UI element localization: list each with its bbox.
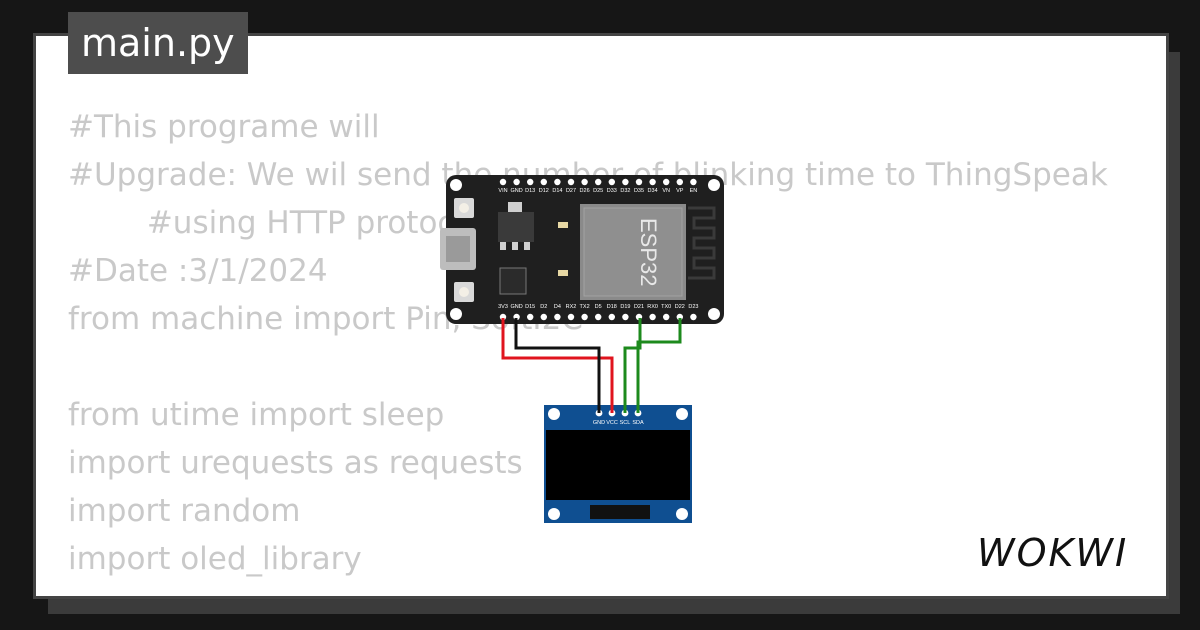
top-header-pin-label: D25 — [593, 188, 603, 194]
bottom-header-pin-label: RX2 — [566, 304, 577, 310]
oled-pin-label: SDA — [632, 420, 644, 426]
bottom-header-pin-label: RX0 — [647, 304, 658, 310]
top-header-pin-label: D13 — [525, 188, 535, 194]
bottom-header-pin-label: D4 — [554, 304, 561, 310]
bottom-header-pin-label: TX0 — [661, 304, 671, 310]
bottom-header-pin-label: D21 — [634, 304, 644, 310]
top-header-pin[interactable] — [595, 178, 602, 186]
bottom-header-pin[interactable] — [540, 313, 547, 321]
top-header-pin-label: D34 — [648, 188, 658, 194]
wokwi-logo[interactable]: WOKWI — [975, 528, 1155, 576]
oled-screen — [546, 430, 690, 500]
bottom-header-pin[interactable] — [622, 313, 629, 321]
brand-name: WOKWI — [977, 531, 1128, 575]
oled-pin[interactable] — [621, 409, 629, 417]
top-header-pin-label: VP — [676, 188, 684, 194]
top-header-pin[interactable] — [499, 178, 507, 186]
oled-pin[interactable] — [595, 409, 603, 417]
top-header-pin[interactable] — [663, 178, 670, 186]
voltage-regulator — [498, 212, 534, 242]
bottom-header-pin-label: D15 — [525, 304, 535, 310]
bottom-header-pin[interactable] — [595, 313, 602, 321]
oled-pin-label: SCL — [620, 420, 631, 426]
code-line: import urequests as requests — [68, 445, 523, 481]
wire-3v3-vcc[interactable] — [501, 318, 614, 413]
top-header-pin[interactable] — [622, 178, 629, 186]
top-header-pin[interactable] — [527, 178, 534, 186]
antenna-trace — [688, 206, 716, 280]
bottom-header-pin-label: D5 — [595, 304, 602, 310]
oled-pin-label: VCC — [606, 420, 618, 426]
bottom-header-pin[interactable] — [499, 313, 507, 321]
oled-pin[interactable] — [608, 409, 616, 417]
bottom-header-pin[interactable] — [581, 313, 588, 321]
top-header-pin[interactable] — [649, 178, 656, 186]
bottom-header-pin-label: D18 — [607, 304, 617, 310]
top-header-pin[interactable] — [690, 178, 697, 186]
wire-d22-sda[interactable] — [636, 318, 682, 413]
top-header-pin[interactable] — [676, 178, 683, 186]
bottom-header-pin[interactable] — [567, 313, 575, 321]
top-header-pin[interactable] — [540, 178, 547, 186]
top-header-pin-label: D32 — [620, 188, 630, 194]
oled-pin-label: GND — [593, 420, 605, 426]
usb-uart-chip — [499, 267, 527, 295]
oled-ribbon — [590, 505, 650, 519]
top-header-pin-label: VIN — [498, 188, 507, 194]
top-header-pin-label: EN — [690, 188, 698, 194]
bottom-header-pin[interactable] — [649, 313, 656, 321]
bottom-header-pin[interactable] — [608, 313, 615, 321]
top-header-pin-label: D27 — [566, 188, 576, 194]
bottom-header-pin[interactable] — [527, 313, 534, 321]
top-header-pin[interactable] — [635, 178, 643, 186]
esp32-board[interactable]: ESP32 — [440, 175, 724, 324]
bottom-header-pin-label: D22 — [675, 304, 685, 310]
top-header-pin[interactable] — [581, 178, 588, 186]
chip-label: ESP32 — [636, 218, 661, 287]
oled-display-module[interactable] — [544, 405, 692, 523]
code-line: import random — [68, 493, 301, 529]
code-line: #Date :3/1/2024 — [68, 253, 328, 289]
top-header-pin-label: D35 — [634, 188, 644, 194]
code-line: import oled_library — [68, 541, 362, 577]
top-header-pin-label: VN — [662, 188, 670, 194]
top-header-pin[interactable] — [554, 178, 561, 186]
file-tab[interactable]: main.py — [68, 12, 248, 74]
bottom-header-pin-label: D2 — [540, 304, 547, 310]
top-header-pin-label: D33 — [607, 188, 617, 194]
bottom-header-pin[interactable] — [554, 313, 561, 321]
wire-gnd-gnd[interactable] — [514, 318, 601, 413]
top-header-pin-label: D12 — [539, 188, 549, 194]
bottom-header-pin-label: TX2 — [580, 304, 590, 310]
bottom-header-pin-label: D23 — [688, 304, 698, 310]
top-header-pin[interactable] — [567, 178, 575, 186]
oled-pin[interactable] — [634, 409, 642, 417]
bottom-header-pin-label: 3V3 — [498, 304, 508, 310]
bottom-header-pin-label: GND — [510, 304, 522, 310]
bottom-header-pin[interactable] — [690, 313, 697, 321]
top-header-pin-label: D26 — [580, 188, 590, 194]
bottom-header-pin[interactable] — [663, 313, 670, 321]
top-header-pin-label: D14 — [552, 188, 562, 194]
top-header-pin[interactable] — [608, 178, 615, 186]
wire-d21-scl[interactable] — [623, 318, 642, 413]
code-line: #This programe will — [68, 109, 380, 145]
bottom-header-pin-label: D19 — [620, 304, 630, 310]
top-header-pin-label: GND — [510, 188, 522, 194]
top-header-pin[interactable] — [513, 178, 520, 186]
code-line: from utime import sleep — [68, 397, 445, 433]
